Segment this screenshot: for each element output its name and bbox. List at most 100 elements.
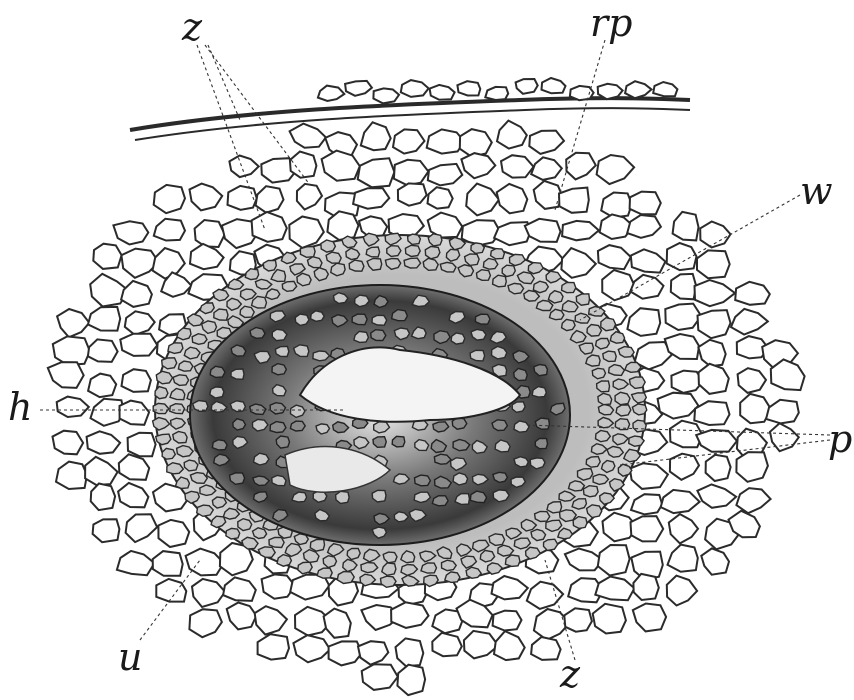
cell <box>627 215 661 238</box>
cell <box>91 484 115 511</box>
cell <box>533 281 548 293</box>
cell <box>289 217 324 248</box>
cell <box>347 548 360 559</box>
cell <box>489 534 505 546</box>
cell <box>592 368 605 379</box>
cell <box>88 339 118 362</box>
cell <box>547 502 562 513</box>
cell <box>117 551 155 575</box>
cell <box>492 576 528 599</box>
cell <box>667 576 697 606</box>
cell <box>173 432 187 444</box>
cell <box>322 151 360 181</box>
cell <box>598 545 630 576</box>
cell <box>366 247 379 257</box>
cell <box>697 250 730 278</box>
cell <box>466 184 499 216</box>
cell <box>461 153 495 178</box>
cell <box>470 350 485 361</box>
cell <box>345 81 372 96</box>
cell <box>731 309 768 335</box>
cell <box>561 248 595 278</box>
cell <box>57 397 89 417</box>
cell <box>669 514 698 543</box>
cell <box>256 186 284 213</box>
cell <box>527 582 563 609</box>
cell <box>156 579 186 602</box>
cell <box>192 579 225 607</box>
cell <box>153 551 183 576</box>
cell <box>601 193 632 218</box>
cell <box>596 431 611 442</box>
cell <box>362 664 398 690</box>
cell <box>616 405 631 416</box>
cell <box>529 131 564 154</box>
cell <box>706 455 731 481</box>
cell <box>48 362 84 388</box>
cell <box>156 371 172 384</box>
cell <box>432 633 462 656</box>
cell <box>508 283 524 293</box>
cell <box>193 401 208 412</box>
cell <box>493 275 507 287</box>
cell <box>228 186 257 210</box>
cell <box>250 328 265 339</box>
cell <box>122 369 151 392</box>
cell <box>432 496 448 506</box>
cell <box>534 181 563 209</box>
cell <box>272 364 286 375</box>
cell <box>128 433 156 457</box>
cell <box>471 243 484 254</box>
cell <box>170 404 185 414</box>
cell <box>336 491 350 503</box>
cell <box>263 260 276 271</box>
cell <box>531 157 562 180</box>
cell <box>121 281 152 307</box>
cell <box>525 219 561 242</box>
cell <box>396 638 424 666</box>
cell <box>631 516 664 541</box>
cell <box>120 334 157 356</box>
cell <box>252 212 287 242</box>
cell <box>671 274 696 299</box>
cell <box>514 421 529 432</box>
cell <box>56 462 87 489</box>
cell <box>535 439 547 449</box>
cell <box>329 641 363 665</box>
cell <box>372 490 386 502</box>
cell <box>603 351 616 361</box>
cell <box>162 358 177 369</box>
cell <box>293 635 330 662</box>
cell <box>326 252 341 263</box>
cell <box>231 345 246 356</box>
cell <box>696 430 737 452</box>
cell <box>593 604 626 634</box>
cell <box>156 434 171 445</box>
cell <box>53 431 84 455</box>
cell <box>192 334 207 345</box>
cell <box>53 336 90 365</box>
cell <box>372 315 387 325</box>
cell <box>694 401 729 425</box>
cell <box>586 457 600 468</box>
cell <box>668 545 698 572</box>
cell <box>697 484 736 507</box>
cell <box>667 243 697 270</box>
cell <box>531 637 561 660</box>
cell <box>272 475 286 485</box>
cell <box>601 318 616 331</box>
cell <box>514 457 528 467</box>
cell <box>168 343 183 354</box>
cell <box>324 609 351 638</box>
cell <box>212 440 227 450</box>
cell <box>381 576 397 587</box>
cell <box>401 80 429 97</box>
cell <box>408 234 421 244</box>
cell <box>118 483 148 507</box>
cell <box>353 188 389 209</box>
cell <box>255 606 287 634</box>
cell <box>311 311 325 322</box>
cell <box>565 549 603 571</box>
cell <box>405 245 420 256</box>
